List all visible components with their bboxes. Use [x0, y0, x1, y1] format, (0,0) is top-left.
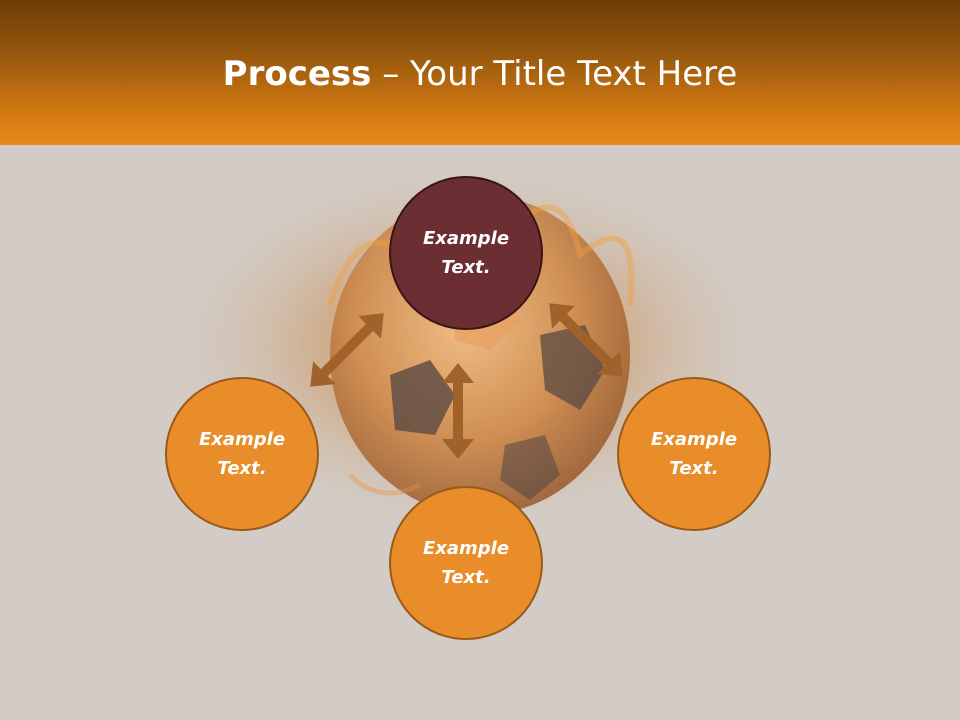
node-left-line1: Example: [198, 429, 286, 450]
slide-title: Process – Your Title Text Here: [0, 52, 960, 96]
node-bottom-line1: Example: [422, 538, 510, 559]
process-node-top[interactable]: Example Text.: [389, 176, 543, 330]
process-node-left[interactable]: Example Text.: [165, 377, 319, 531]
node-bottom-line2: Text.: [441, 567, 491, 588]
header-banner: [0, 0, 960, 145]
process-node-right[interactable]: Example Text.: [617, 377, 771, 531]
title-rest: Your Title Text Here: [410, 54, 738, 94]
process-node-bottom[interactable]: Example Text.: [389, 486, 543, 640]
node-left-line2: Text.: [217, 458, 267, 479]
title-separator: –: [371, 54, 411, 94]
node-right-line1: Example: [650, 429, 738, 450]
title-bold: Process: [222, 54, 372, 94]
node-right-line2: Text.: [669, 458, 719, 479]
node-top-line2: Text.: [441, 257, 491, 278]
node-top-line1: Example: [422, 228, 510, 249]
